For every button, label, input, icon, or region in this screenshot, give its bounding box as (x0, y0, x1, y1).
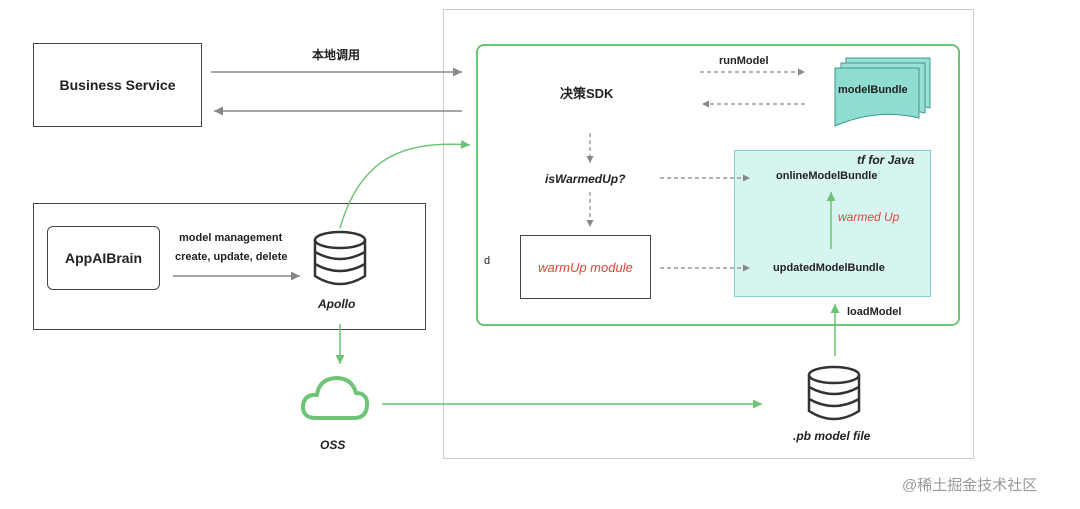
outer-system-container (443, 9, 974, 459)
run-model-label: runModel (719, 55, 769, 67)
updated-model-bundle-label: updatedModelBundle (773, 262, 885, 274)
model-management-ops-label: create, update, delete (175, 251, 288, 263)
model-bundle-document-stack-icon (834, 57, 931, 127)
pb-file-database-icon (807, 365, 861, 421)
is-warmed-up-label: isWarmedUp? (545, 172, 626, 186)
apollo-database-icon (313, 230, 367, 286)
apollo-to-sdk-arrow (339, 139, 471, 229)
model-bundle-label: modelBundle (838, 84, 908, 96)
appaibrain-label: AppAIBrain (65, 250, 142, 266)
apollo-label: Apollo (318, 297, 356, 311)
model-management-label: model management (179, 232, 283, 244)
decision-sdk-container (476, 44, 960, 326)
local-call-label: 本地调用 (312, 48, 361, 62)
d-label: d (484, 255, 491, 267)
business-service-label: Business Service (59, 77, 176, 93)
appaibrain-box (47, 226, 160, 290)
tf-for-java-box (734, 150, 931, 297)
tf-for-java-label: tf for Java (857, 153, 915, 167)
oss-label: OSS (320, 438, 346, 452)
pb-model-file-label: .pb model file (793, 429, 871, 443)
business-service-box (33, 43, 202, 127)
decision-sdk-label: 决策SDK (560, 86, 614, 101)
model-management-container (33, 203, 426, 330)
online-model-bundle-label: onlineModelBundle (776, 170, 878, 182)
load-model-label: loadModel (847, 306, 902, 318)
oss-cloud-icon (300, 376, 370, 420)
warmed-up-label: warmed Up (838, 210, 900, 224)
warmup-module-box (520, 235, 651, 299)
watermark-text: @稀土掘金技术社区 (902, 477, 1038, 494)
warmup-module-label: warmUp module (538, 260, 633, 275)
